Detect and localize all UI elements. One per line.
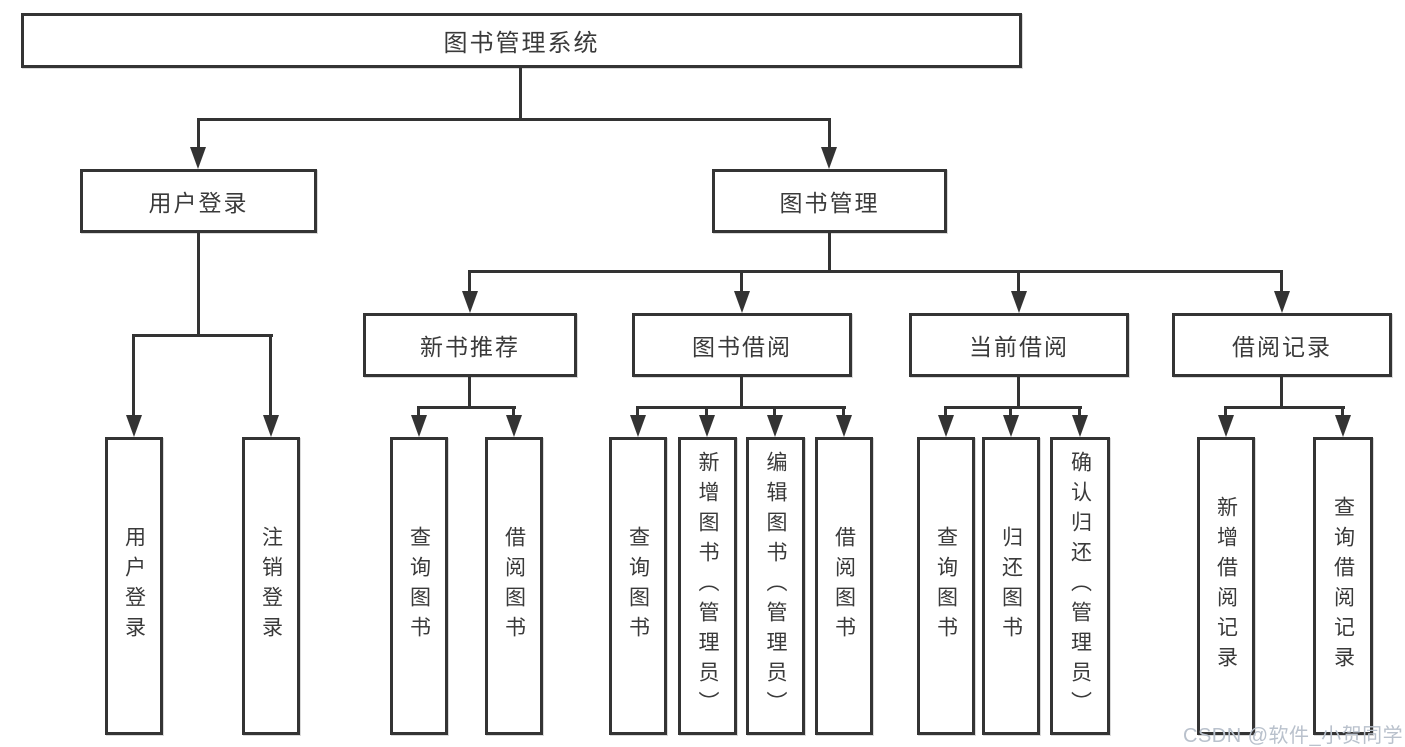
- leaf-add-book-admin: 新增图书（管理员）: [678, 437, 737, 735]
- connector: [773, 406, 776, 418]
- connector: [519, 68, 522, 118]
- arrowhead-down: [263, 415, 279, 437]
- arrowhead-down: [767, 415, 783, 437]
- connector: [1017, 271, 1020, 293]
- arrowhead-down: [938, 415, 954, 437]
- node-new-book-recommendation: 新书推荐: [363, 313, 577, 377]
- node-label: 当前借阅: [969, 334, 1069, 360]
- arrowhead-down: [836, 415, 852, 437]
- connector: [1341, 406, 1344, 418]
- leaf-label: 归还图书: [999, 526, 1023, 646]
- connector: [944, 406, 1082, 409]
- leaf-query-books: 查询图书: [609, 437, 667, 735]
- connector: [740, 271, 743, 293]
- connector: [1017, 377, 1020, 409]
- connector: [828, 118, 831, 149]
- leaf-label: 注销登录: [259, 526, 283, 646]
- connector: [828, 233, 831, 273]
- connector: [197, 118, 200, 149]
- arrowhead-down: [630, 415, 646, 437]
- connector: [269, 334, 272, 415]
- watermark: CSDN @软件_小贺同学: [1183, 725, 1404, 747]
- leaf-label: 借阅图书: [832, 526, 856, 646]
- node-book-borrowing: 图书借阅: [632, 313, 852, 377]
- leaf-borrow-books: 借阅图书: [485, 437, 543, 735]
- node-label: 新书推荐: [420, 334, 520, 360]
- leaf-logout: 注销登录: [242, 437, 300, 735]
- connector: [636, 406, 639, 418]
- leaf-edit-book-admin: 编辑图书（管理员）: [746, 437, 805, 735]
- connector: [842, 406, 845, 418]
- leaf-label: 新增借阅记录: [1214, 496, 1238, 676]
- connector: [944, 406, 947, 418]
- arrowhead-down: [821, 147, 837, 169]
- connector: [1224, 406, 1227, 418]
- leaf-label: 查询借阅记录: [1331, 496, 1355, 676]
- connector: [132, 334, 135, 415]
- arrowhead-down: [1011, 291, 1027, 313]
- leaf-return-books: 归还图书: [982, 437, 1040, 735]
- connector: [197, 233, 200, 336]
- leaf-confirm-return-admin: 确认归还（管理员）: [1050, 437, 1110, 735]
- arrowhead-down: [126, 415, 142, 437]
- connector: [636, 406, 846, 409]
- leaf-label: 用户登录: [122, 526, 146, 646]
- leaf-add-borrow-record: 新增借阅记录: [1197, 437, 1255, 735]
- leaf-label: 查询图书: [934, 526, 958, 646]
- node-label: 用户登录: [148, 190, 249, 216]
- connector: [417, 406, 420, 418]
- connector: [1009, 406, 1012, 418]
- connector: [417, 406, 516, 409]
- connector: [197, 118, 831, 121]
- arrowhead-down: [699, 415, 715, 437]
- leaf-query-borrow-record: 查询借阅记录: [1313, 437, 1373, 735]
- arrowhead-down: [1072, 415, 1088, 437]
- connector: [1224, 406, 1345, 409]
- node-current-borrowing: 当前借阅: [909, 313, 1129, 377]
- leaf-user-login: 用户登录: [105, 437, 163, 735]
- connector: [512, 406, 515, 418]
- leaf-label: 查询图书: [626, 526, 650, 646]
- leaf-query-books: 查询图书: [917, 437, 975, 735]
- arrowhead-down: [462, 291, 478, 313]
- connector: [132, 334, 273, 337]
- leaf-label: 借阅图书: [502, 526, 526, 646]
- leaf-label: 编辑图书（管理员）: [764, 451, 787, 721]
- node-borrowing-records: 借阅记录: [1172, 313, 1392, 377]
- arrowhead-down: [1218, 415, 1234, 437]
- connector: [468, 377, 471, 409]
- node-label: 借阅记录: [1232, 334, 1332, 360]
- arrowhead-down: [506, 415, 522, 437]
- connector: [468, 271, 471, 293]
- node-label: 图书管理系统: [443, 30, 600, 57]
- arrowhead-down: [190, 147, 206, 169]
- node-user-login: 用户登录: [80, 169, 317, 233]
- leaf-label: 新增图书（管理员）: [696, 451, 719, 721]
- node-label: 图书借阅: [692, 334, 792, 360]
- arrowhead-down: [1335, 415, 1351, 437]
- arrowhead-down: [734, 291, 750, 313]
- connector: [468, 270, 1283, 273]
- connector: [705, 406, 708, 418]
- connector: [1078, 406, 1081, 418]
- arrowhead-down: [1274, 291, 1290, 313]
- connector: [1280, 271, 1283, 293]
- node-book-management: 图书管理: [712, 169, 947, 233]
- leaf-borrow-books: 借阅图书: [815, 437, 873, 735]
- node-label: 图书管理: [779, 190, 880, 216]
- leaf-label: 查询图书: [407, 526, 431, 646]
- node-library-system: 图书管理系统: [21, 13, 1022, 68]
- arrowhead-down: [1003, 415, 1019, 437]
- connector: [740, 377, 743, 409]
- leaf-label: 确认归还（管理员）: [1068, 451, 1092, 721]
- arrowhead-down: [411, 415, 427, 437]
- leaf-query-books: 查询图书: [390, 437, 448, 735]
- connector: [1280, 377, 1283, 409]
